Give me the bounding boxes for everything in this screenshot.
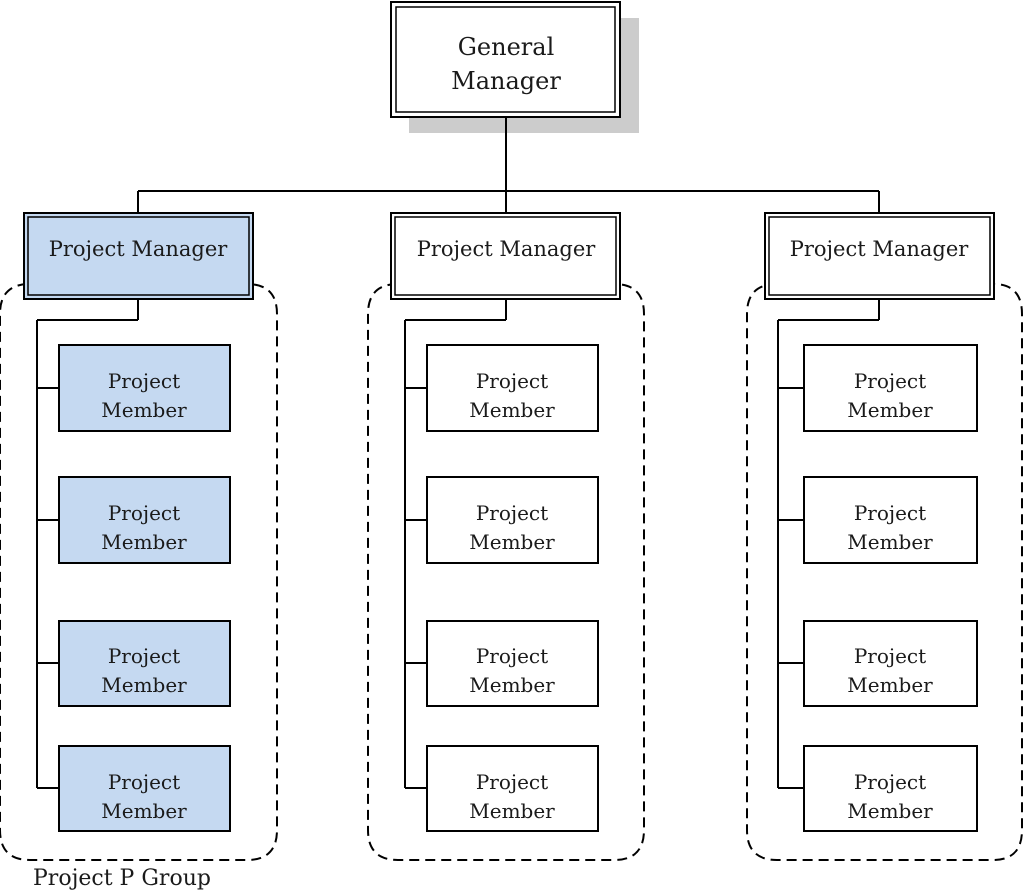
general-manager-label-line2: Manager [451,67,561,95]
group-2-manager-box-inner [394,216,617,296]
group-2-member-2-box [426,476,599,564]
group-1-member-1-box [58,344,231,432]
group-1-member-3-label-line2: Member [101,673,187,697]
group-3-member-4-label-line2: Member [847,799,933,823]
top-connectors [137,117,880,214]
group-3-member-3-label-line1: Project [854,644,926,668]
general-manager-box-inner [395,6,616,113]
group-1-member-1: Project Member [58,344,231,432]
group-1-member-3-box [58,620,231,707]
group-1-member-4-label-line2: Member [101,799,187,823]
group-3-member-1-box [803,344,978,432]
group-2-member-4-label-line1: Project [476,770,548,794]
group-1-member-3-label-line1: Project [108,644,180,668]
group-2-member-2: Project Member [426,476,599,564]
group-3-member-2: Project Member [803,476,978,564]
group-2-member-2-label-line2: Member [469,530,555,554]
group-2-member-4: Project Member [426,745,599,832]
group-1-member-4-label-line1: Project [108,770,180,794]
group-3-member-1-label-line2: Member [847,398,933,422]
group-1-member-2-label-line2: Member [101,530,187,554]
group-2-member-4-box [426,745,599,832]
group-1-manager-box-inner [27,216,250,296]
group-2-member-3-label-line1: Project [476,644,548,668]
project-group-2: Project Manager Project Member Project M… [367,212,645,861]
group-1-member-1-label-line1: Project [108,369,180,393]
group-2-member-3-label-line2: Member [469,673,555,697]
group-2-member-1-label-line2: Member [469,398,555,422]
group-2-dashed-boundary [367,283,645,861]
group-2-member-1-box [426,344,599,432]
group-3-member-2-box [803,476,978,564]
project-group-1: Project Manager Project Member Project M… [0,212,278,861]
group-3-member-1: Project Member [803,344,978,432]
group-3-member-4-box [803,745,978,832]
general-manager-node: General Manager [390,1,639,133]
general-manager-label-line1: General [458,33,555,61]
group-2-member-4-label-line2: Member [469,799,555,823]
group-2-member-1: Project Member [426,344,599,432]
group-3-member-3: Project Member [803,620,978,707]
group-3-member-1-label-line1: Project [854,369,926,393]
group-2-member-3-box [426,620,599,707]
group-1-member-1-label-line2: Member [101,398,187,422]
group-1-member-2-box [58,476,231,564]
group-3-member-2-label-line2: Member [847,530,933,554]
group-1-member-3: Project Member [58,620,231,707]
group-3-member-2-label-line1: Project [854,501,926,525]
group-3-member-3-label-line2: Member [847,673,933,697]
group-1-member-4: Project Member [58,745,231,832]
group-2-member-3: Project Member [426,620,599,707]
group-3-connectors [777,299,880,789]
group-1-connectors [36,299,139,789]
group-2-connectors [404,299,507,789]
group-1-member-2: Project Member [58,476,231,564]
group-2-manager-label: Project Manager [417,237,597,261]
group-2-manager-box [390,212,621,300]
group-2-member-1-label-line1: Project [476,369,548,393]
group-3-member-3-box [803,620,978,707]
group-caption: Project P Group [33,866,211,890]
group-3-manager-box-inner [768,216,991,296]
group-1-member-4-box [58,745,231,832]
group-1-member-2-label-line1: Project [108,501,180,525]
group-2-member-2-label-line1: Project [476,501,548,525]
group-3-manager-box [764,212,995,300]
group-3-dashed-boundary [746,283,1023,861]
general-manager-box [390,1,621,118]
group-1-manager-label: Project Manager [49,237,229,261]
group-1-dashed-boundary [0,283,278,861]
group-3-manager-label: Project Manager [790,237,970,261]
group-3-member-4: Project Member [803,745,978,832]
project-group-3: Project Manager Project Member Project M… [746,212,1023,861]
group-3-member-4-label-line1: Project [854,770,926,794]
